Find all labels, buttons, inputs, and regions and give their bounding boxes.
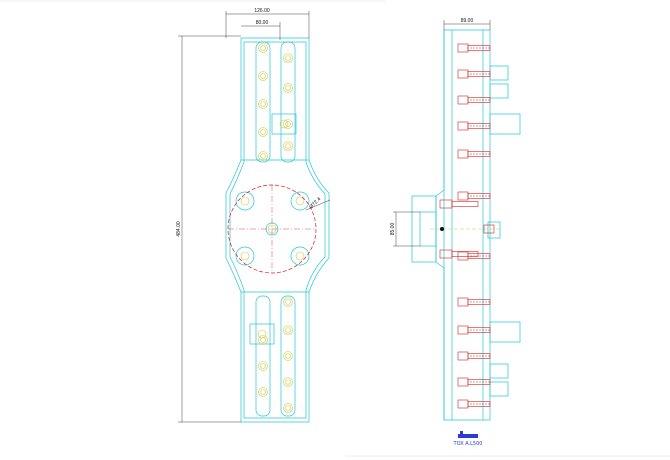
slot-upper-right [280, 41, 296, 163]
bolt-hole [240, 196, 250, 206]
side-fitting-2 [489, 83, 509, 99]
mounting-hole-inner [260, 153, 266, 159]
side-dimensions [393, 20, 491, 247]
plate-outline [225, 37, 330, 423]
bolt [457, 251, 491, 261]
bolt [457, 43, 491, 53]
mounting-hole [258, 335, 268, 345]
mounting-hole-inner [260, 73, 266, 79]
mounting-hole-inner [260, 337, 266, 343]
title-caption: TOX A.L500 [453, 441, 483, 447]
bolt [457, 351, 491, 361]
mounting-hole [283, 351, 293, 361]
title-block: TOX A.L500 [453, 431, 483, 447]
dim-text-inner-width: 80.00 [256, 20, 269, 26]
side-fitting-1 [489, 65, 509, 81]
mounting-hole-inner [285, 379, 291, 385]
bolt [457, 325, 491, 335]
mounting-hole [283, 53, 293, 63]
slot-lower-left [255, 295, 271, 417]
bolt-hole [279, 119, 289, 129]
front-view [225, 37, 330, 423]
mounting-hole [258, 361, 268, 371]
mounting-hole-inner [285, 143, 291, 149]
bolt [457, 69, 491, 79]
bolt [457, 399, 491, 409]
hub-bolt [439, 249, 479, 259]
mounting-hole [258, 43, 268, 53]
bolt-hole [240, 251, 250, 261]
mounting-hole-inner [285, 327, 291, 333]
hub-bolt-ring-bl [235, 246, 255, 266]
mounting-hole [258, 151, 268, 161]
slot-upper-left [255, 41, 271, 163]
hub-bolt-ring-br [290, 246, 310, 266]
mounting-hole [258, 71, 268, 81]
mounting-hole-inner [285, 405, 291, 411]
mounting-hole [283, 403, 293, 413]
mounting-hole-inner [260, 389, 266, 395]
dim-text-side-width: 89.00 [461, 18, 474, 24]
front-holes [240, 43, 305, 413]
bolt-hole [295, 251, 305, 261]
side-view [411, 29, 521, 421]
bolt [457, 149, 491, 159]
dim-text-overall-width: 126.00 [254, 8, 270, 14]
mounting-hole-inner [285, 121, 291, 127]
mounting-hole-inner [260, 45, 266, 51]
dim-text-side-height: 85.00 [390, 223, 396, 236]
dim-text-diameter: Ø72.4 [308, 196, 322, 210]
bolt [457, 95, 491, 105]
mounting-hole-inner [285, 299, 291, 305]
plate-inner-outline [229, 41, 326, 419]
mounting-hole [283, 83, 293, 93]
mounting-hole [283, 297, 293, 307]
bolt [457, 377, 491, 387]
mounting-hole-inner [285, 353, 291, 359]
bolt-hole [295, 196, 305, 206]
clamp-block-upper [271, 113, 297, 135]
mounting-hole-inner [260, 101, 266, 107]
mounting-hole [258, 127, 268, 137]
side-fitting-5 [489, 363, 509, 379]
mounting-hole [283, 325, 293, 335]
mounting-hole-inner [285, 55, 291, 61]
mounting-hole-inner [260, 129, 266, 135]
front-dimensions [178, 11, 331, 423]
mounting-hole [258, 99, 268, 109]
bolt [457, 191, 491, 201]
side-body-profile [435, 30, 445, 420]
hub-bolt [439, 199, 479, 209]
bolt [457, 297, 491, 307]
bolt-hole [257, 329, 267, 339]
side-pin-housing [487, 221, 501, 239]
mounting-hole [283, 119, 293, 129]
side-bolts [439, 43, 495, 409]
hub-bolt-ring-tr [290, 191, 310, 211]
mounting-hole [283, 377, 293, 387]
dim-text-overall-height: 484.00 [176, 221, 182, 237]
side-fitting-3 [489, 113, 521, 135]
mounting-hole-inner [285, 85, 291, 91]
hub-bolt-ring-tl [235, 191, 255, 211]
leader-diameter [305, 199, 331, 211]
clamp-block-lower [249, 323, 275, 345]
side-fitting-4 [489, 321, 521, 343]
bolt [457, 121, 491, 131]
mounting-hole-inner [260, 363, 266, 369]
company-logo-icon [458, 431, 478, 438]
side-center-mark [440, 227, 444, 231]
side-fitting-6 [489, 381, 509, 397]
mounting-hole [258, 387, 268, 397]
mounting-hole [283, 141, 293, 151]
slot-lower-right [280, 295, 296, 417]
